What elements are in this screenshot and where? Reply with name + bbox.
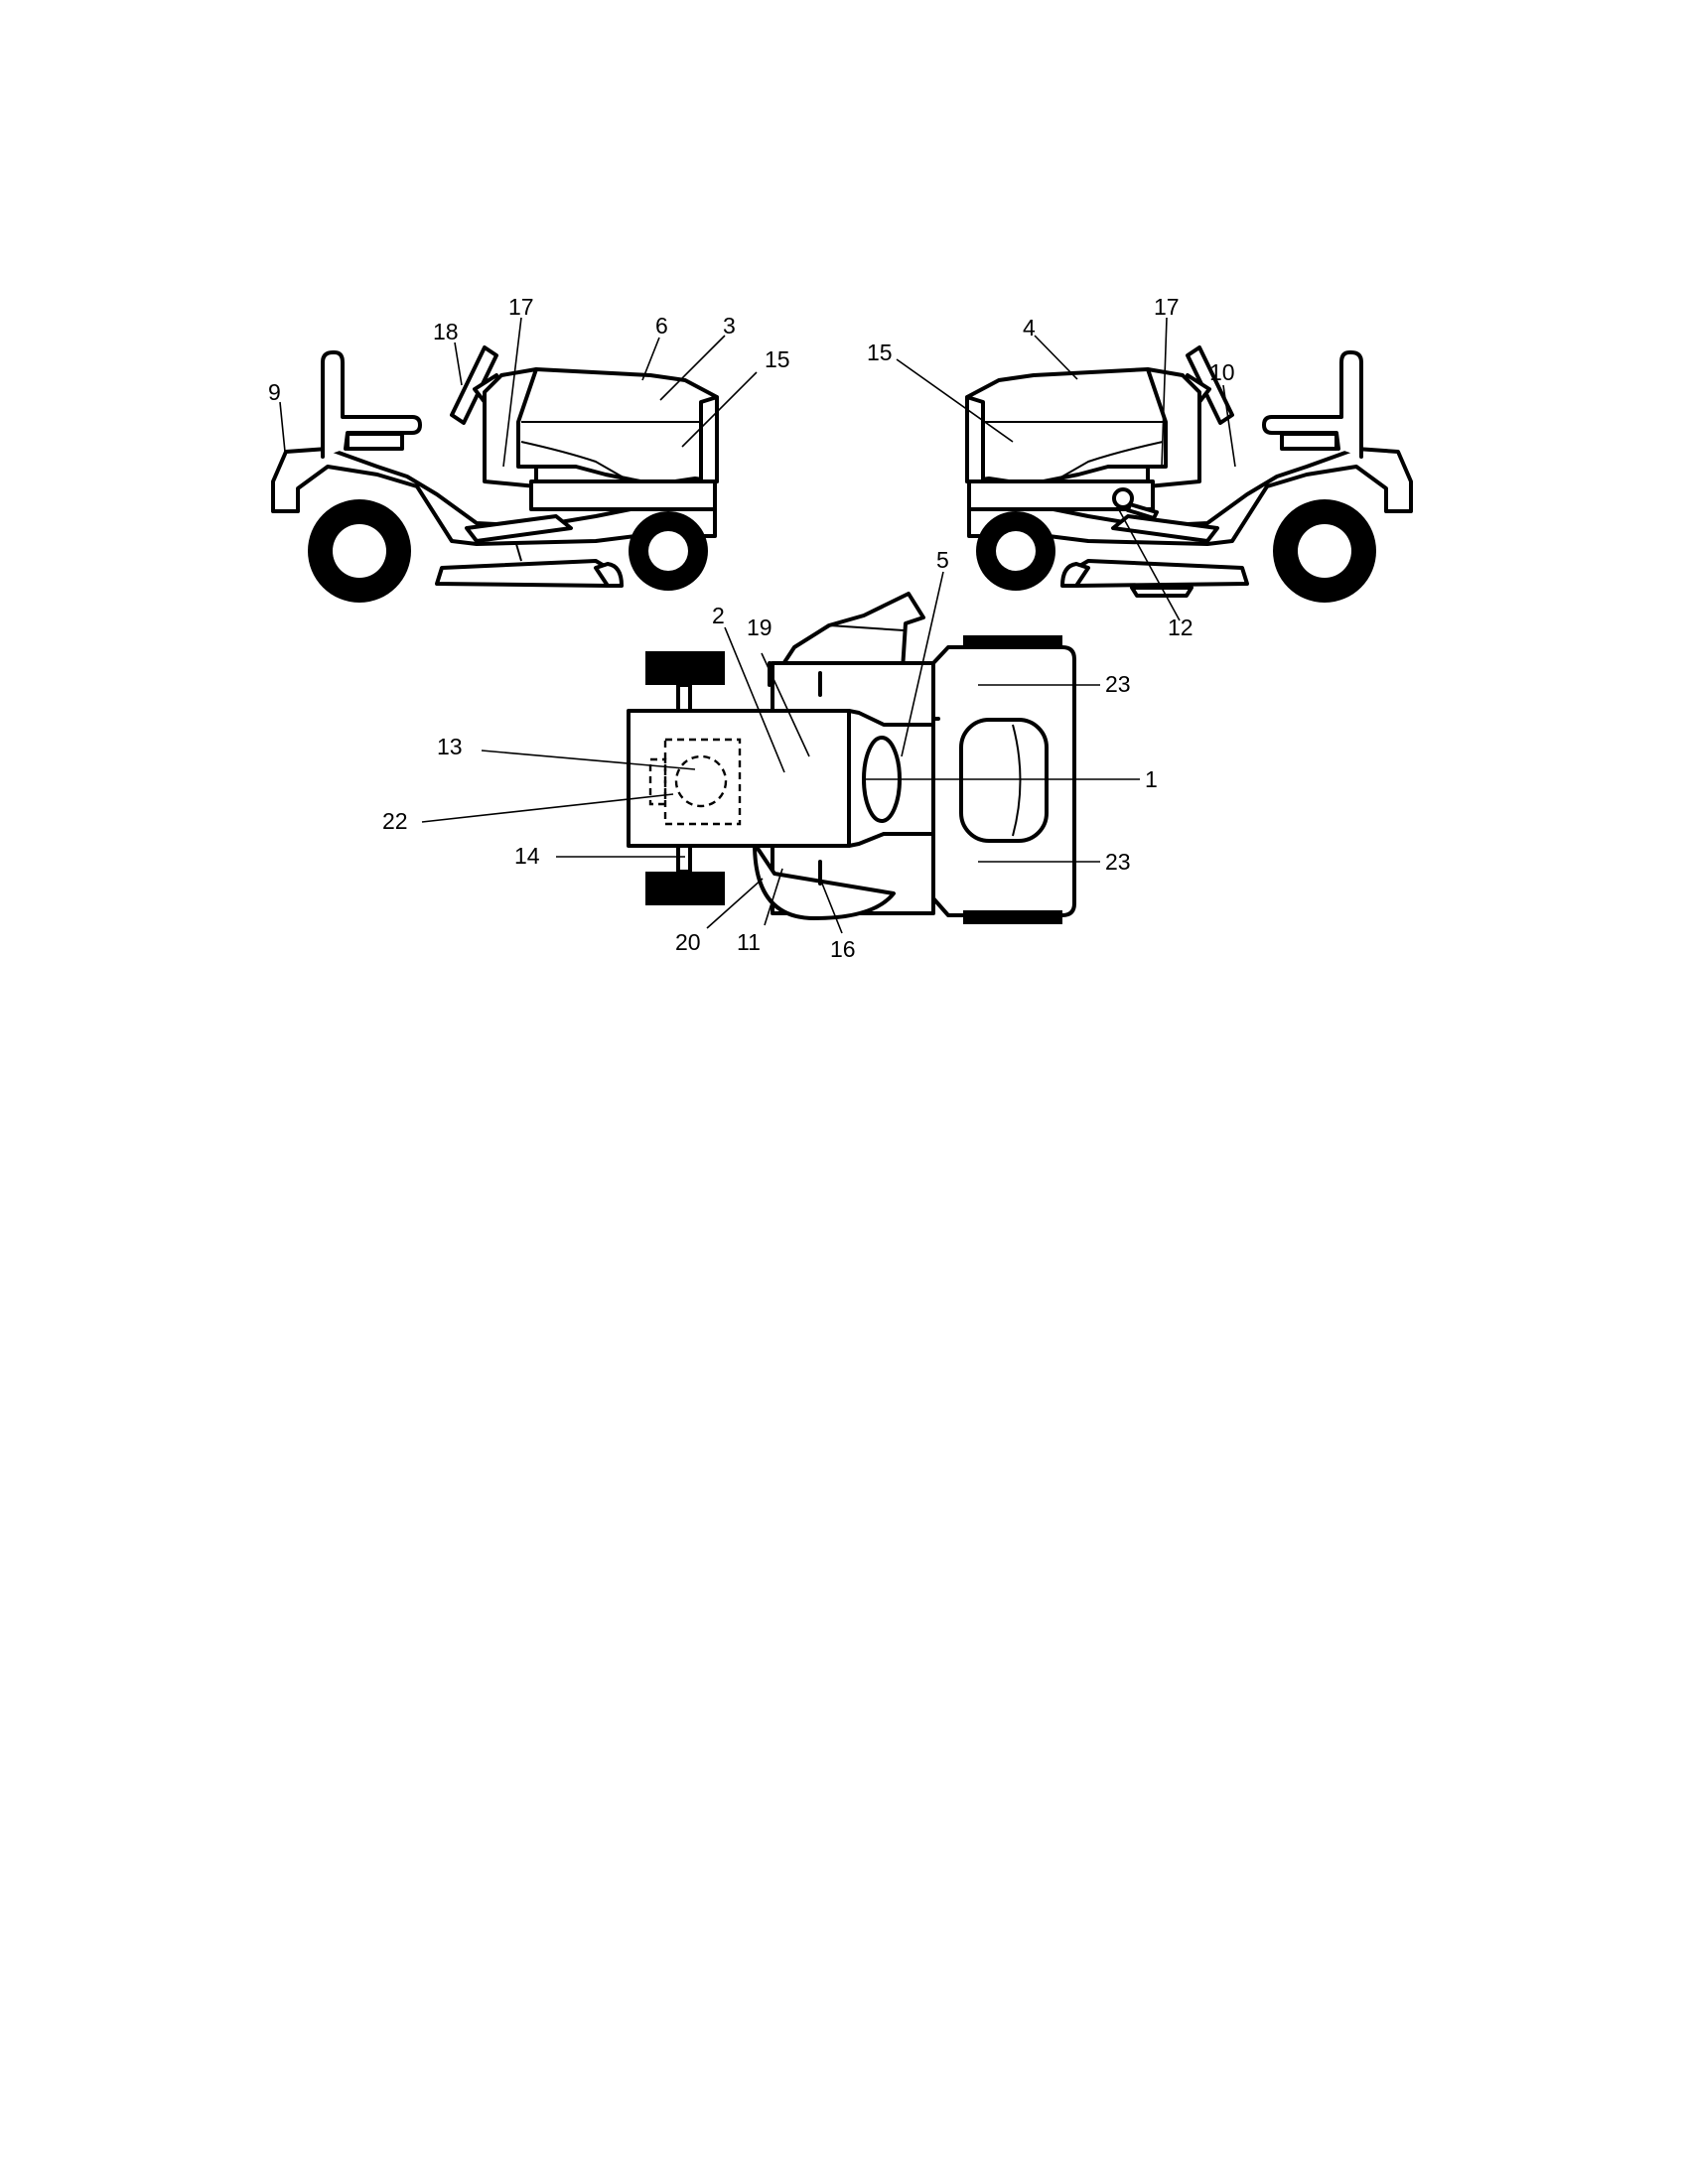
leader-lines [279,317,1236,934]
callout-17-right: 17 [1154,294,1180,320]
callout-23-top-lower: 23 [1105,849,1131,875]
callout-16-top: 16 [830,936,856,962]
callout-13-top: 13 [437,734,463,759]
callout-20-top: 20 [675,929,701,955]
front-tire-top [645,651,725,685]
rear-tire-bottom [963,910,1062,924]
callout-1-top: 1 [1145,766,1158,792]
callout-17-left: 17 [508,294,534,320]
callout-14-top: 14 [514,843,540,869]
tractor-right-side-view [965,345,1413,603]
callout-2-top: 2 [712,603,725,628]
callout-11-top: 11 [737,929,761,955]
callout-19-top: 19 [747,614,772,640]
callout-labels: 9 18 17 6 3 15 15 4 17 10 12 2 19 5 23 1… [268,294,1235,962]
callout-23-top-upper: 23 [1105,671,1131,697]
callout-22-top: 22 [382,808,408,834]
callout-12-right: 12 [1168,614,1193,640]
callout-6-left: 6 [655,313,668,339]
rear-tire-top [963,635,1062,649]
lift-lever-knob [1112,487,1134,509]
callout-10-right: 10 [1209,359,1235,385]
callout-15-right: 15 [867,340,893,365]
tractor-left-side-view [271,345,719,603]
seat-top [959,718,1049,843]
callout-15-left: 15 [765,346,790,372]
front-tire-bottom [645,872,725,905]
callout-9-left: 9 [268,379,281,405]
callout-5-top: 5 [936,547,949,573]
callout-3-left: 3 [723,313,736,339]
callout-4-right: 4 [1023,315,1036,341]
callout-18-left: 18 [433,319,459,344]
tractor-top-view [627,592,1076,924]
